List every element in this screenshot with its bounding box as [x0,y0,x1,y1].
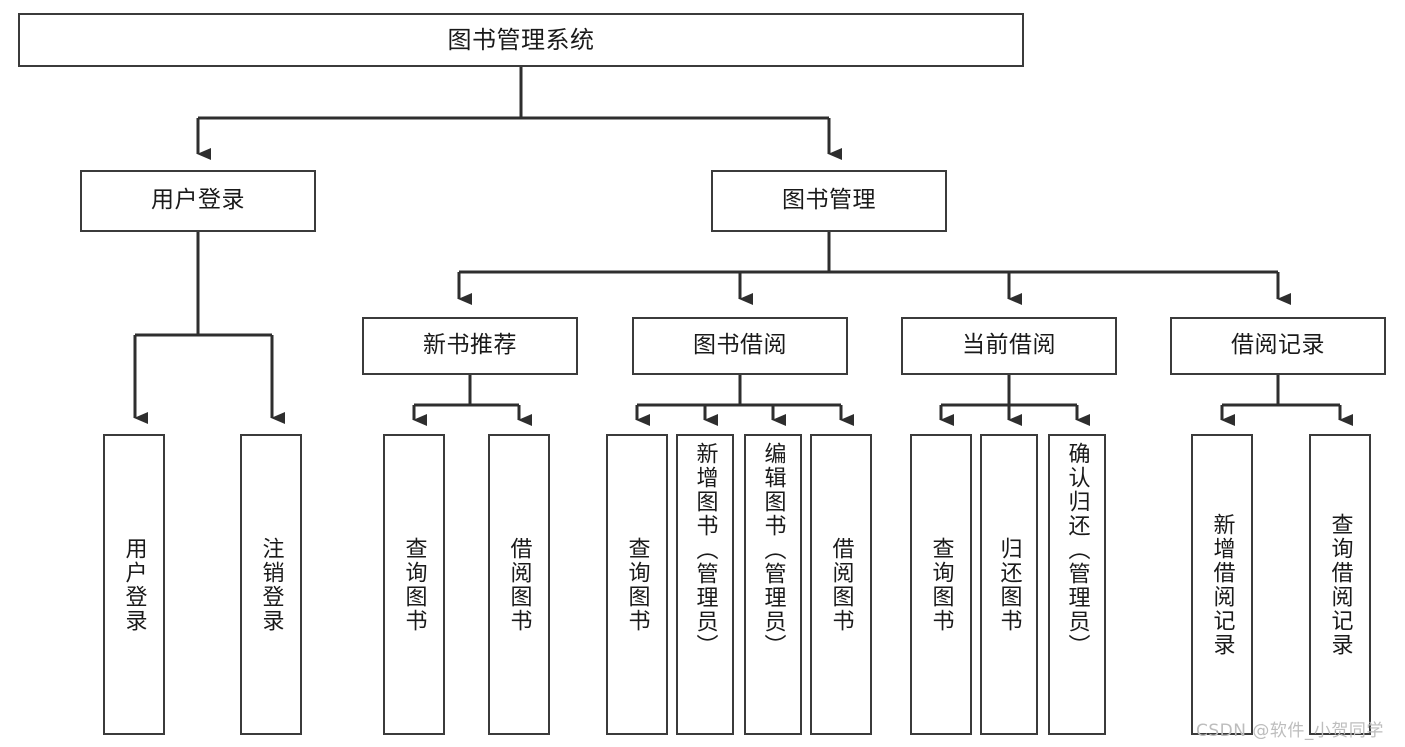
leaf-return-book[interactable]: 归还图书 [980,434,1038,735]
node-label: 图书借阅 [693,332,787,359]
node-label: 借阅记录 [1231,332,1325,359]
node-label: 用户登录 [121,536,147,633]
leaf-borrow-book[interactable]: 借阅图书 [810,434,872,735]
node-book-management[interactable]: 图书管理 [711,170,947,232]
node-label: 查询借阅记录 [1327,512,1353,657]
node-user-login[interactable]: 用户登录 [80,170,316,232]
node-label: 查询图书 [624,536,650,633]
node-root-system[interactable]: 图书管理系统 [18,13,1024,67]
leaf-borrow-book-recommend[interactable]: 借阅图书 [488,434,550,735]
leaf-logout[interactable]: 注销登录 [240,434,302,735]
leaf-query-borrow-record[interactable]: 查询借阅记录 [1309,434,1371,735]
csdn-watermark: CSDN @软件_小贺同学 [1196,721,1384,741]
node-book-borrow[interactable]: 图书借阅 [632,317,848,375]
leaf-add-borrow-record[interactable]: 新增借阅记录 [1191,434,1253,735]
node-label: 当前借阅 [962,332,1056,359]
leaf-query-book-borrow[interactable]: 查询图书 [606,434,668,735]
leaf-query-book-current[interactable]: 查询图书 [910,434,972,735]
node-label: 确认归还（管理员） [1064,442,1090,658]
leaf-user-login[interactable]: 用户登录 [103,434,165,735]
node-label: 编辑图书（管理员） [760,442,786,658]
leaf-confirm-return-admin[interactable]: 确认归还（管理员） [1048,434,1106,735]
node-label: 借阅图书 [828,536,854,633]
node-label: 借阅图书 [506,536,532,633]
node-label: 新增借阅记录 [1209,512,1235,657]
leaf-query-book-recommend[interactable]: 查询图书 [383,434,445,735]
node-label: 注销登录 [258,536,284,633]
node-label: 图书管理系统 [447,25,595,54]
leaf-add-book-admin[interactable]: 新增图书（管理员） [676,434,734,735]
node-new-book-recommend[interactable]: 新书推荐 [362,317,578,375]
node-label: 用户登录 [151,187,245,214]
node-label: 图书管理 [782,187,876,214]
node-current-borrow[interactable]: 当前借阅 [901,317,1117,375]
node-label: 查询图书 [401,536,427,633]
node-label: 查询图书 [928,536,954,633]
node-label: 归还图书 [996,536,1022,633]
node-label: 新增图书（管理员） [692,442,718,658]
node-label: 新书推荐 [423,332,517,359]
leaf-edit-book-admin[interactable]: 编辑图书（管理员） [744,434,802,735]
node-borrow-record[interactable]: 借阅记录 [1170,317,1386,375]
